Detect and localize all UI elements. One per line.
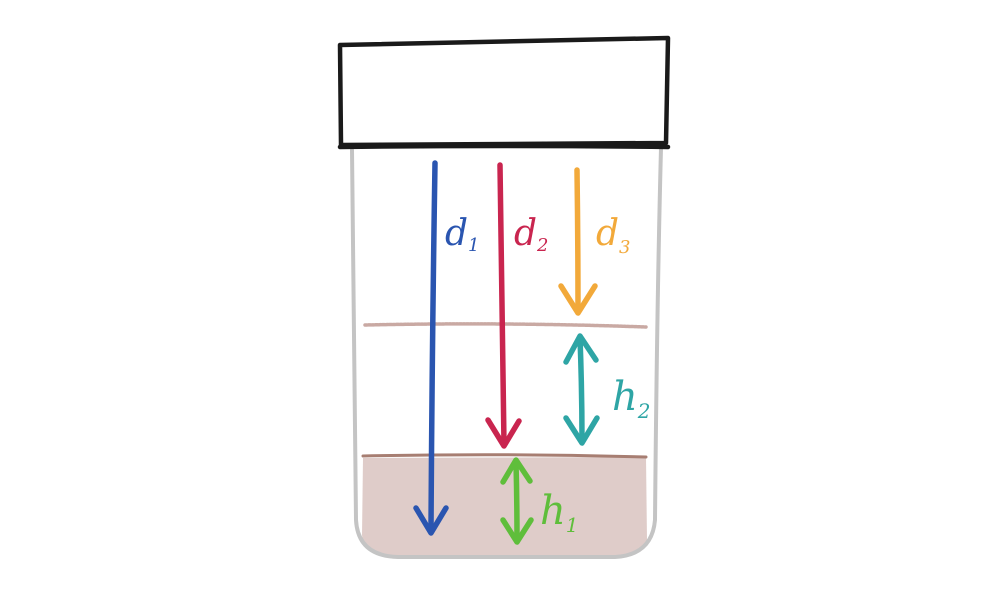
sediment-top-line (361, 453, 648, 459)
label-d2: d2 (514, 213, 549, 256)
jar-body (350, 146, 663, 559)
arrow-d1 (413, 160, 449, 536)
label-h1: h1 (540, 488, 579, 537)
arrow-d3 (558, 167, 598, 316)
mid-level-line (363, 322, 648, 329)
arrow-h1 (500, 457, 534, 545)
label-d1: d1 (445, 213, 480, 256)
label-h2: h2 (612, 374, 651, 423)
lid-rim-line (337, 143, 671, 150)
arrow-h2 (563, 333, 600, 446)
jar-lid (337, 35, 671, 148)
label-d3: d3 (596, 213, 631, 258)
sediment-layer (362, 457, 647, 557)
arrow-d2 (485, 162, 522, 449)
